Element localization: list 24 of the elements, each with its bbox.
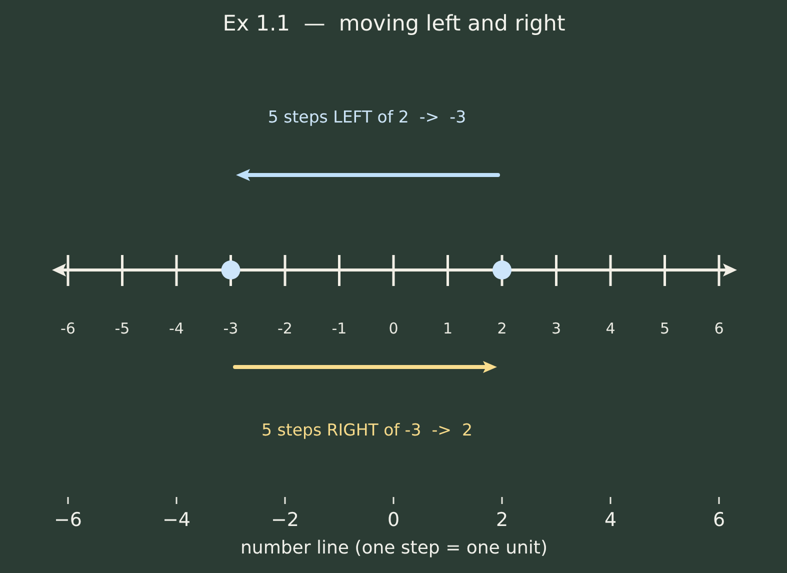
axis-tick-label: −2 [271,510,299,532]
tick-label: 0 [388,320,398,338]
axis-tick-label: 2 [496,510,508,532]
tick-label: 4 [606,320,616,338]
chart-title: Ex 1.1 — moving left and right [222,12,566,38]
axis-tick-label: 0 [387,510,400,532]
axis-tick-label: −6 [54,510,82,532]
axis-tick-label: 6 [712,510,726,532]
arrow-label: 5 steps LEFT of 2 -> -3 [268,108,466,128]
tick-label: 3 [551,320,562,338]
tick-label: -4 [169,320,184,338]
tick-label: 2 [497,320,507,338]
tick-label: 6 [714,320,724,338]
tick-label: 1 [442,320,453,338]
tick-label: -6 [60,320,76,338]
axis-label: number line (one step = one unit) [240,538,548,560]
axis-tick-label: 4 [604,510,617,532]
tick-label: 5 [660,320,670,338]
arrow-label: 5 steps RIGHT of -3 -> 2 [262,422,472,440]
tick-label: -5 [114,320,130,338]
axis-tick-label: −4 [162,510,190,532]
tick-label: -3 [223,320,238,338]
tick-label: -2 [278,320,292,338]
tick-label: -1 [332,320,347,338]
